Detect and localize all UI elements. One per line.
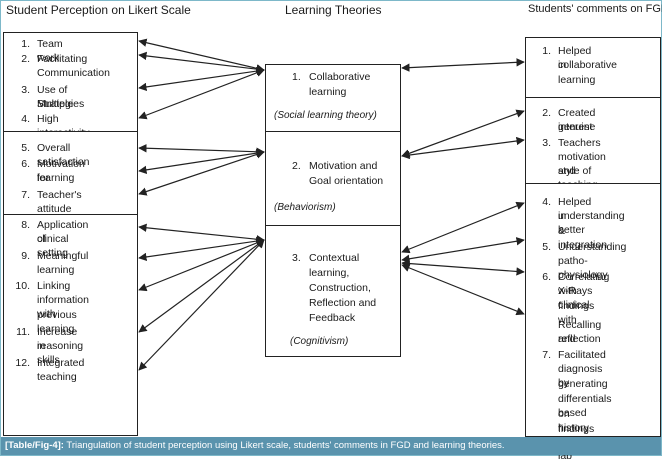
theory-box-2: 2. Motivation and Goal orientation (Beha… [265, 131, 401, 226]
theory-title-line: Motivation and [309, 160, 378, 172]
item-text: Use of Multiple [37, 84, 74, 110]
fgd-group-2: 2. Created genuine interest 3. Teachers mo… [525, 97, 661, 191]
theory-number: 1. [292, 71, 301, 83]
item-text: Teacher's attitude [37, 189, 82, 215]
item-text: patho-physiology [558, 255, 608, 281]
item-text: diagnosis by [558, 363, 603, 389]
item-number: 3. [21, 84, 30, 96]
item-text: collaborative [558, 59, 617, 71]
theory-title-line: Contextual [309, 252, 360, 264]
theory-paradigm: (Social learning theory) [274, 110, 377, 121]
item-text: reflection [558, 333, 601, 345]
theory-number: 3. [292, 252, 301, 264]
theory-title-line: learning [309, 86, 347, 98]
item-text: Correlating X-Rays [558, 271, 610, 297]
theory-title-line: learning, [309, 267, 350, 279]
item-number: 4. [542, 196, 551, 208]
item-text: Integrated [37, 357, 85, 369]
item-text: Recalling and [558, 319, 602, 345]
item-text: motivation and [558, 151, 606, 177]
item-text: & integration [558, 225, 608, 251]
item-number: 11. [16, 326, 30, 338]
item-text: Communication [37, 67, 110, 79]
center-column-header: Learning Theories [285, 3, 382, 17]
item-number: 4. [21, 113, 30, 125]
theory-paradigm: (Cognitivism) [290, 336, 349, 347]
likert-group-2: 5.Overall satisfaction 6.Motivation for … [3, 131, 138, 215]
item-text: Helped in [558, 45, 592, 71]
item-text: clinical setting [37, 233, 69, 259]
theory-title-line: Reflection and [309, 297, 377, 309]
item-text: findings with [558, 300, 595, 326]
item-number: 6. [542, 271, 551, 283]
item-number: 8. [21, 219, 30, 231]
item-text: with clinical [558, 285, 590, 311]
item-text: Increase in [37, 326, 78, 352]
item-number: 2. [21, 53, 30, 65]
item-number: 6. [21, 158, 30, 170]
item-text: Facilitated [558, 349, 606, 361]
item-text: Application of [37, 219, 89, 245]
left-column-header: Student Perception on Likert Scale [6, 3, 191, 17]
right-column-header: Students' comments on FGD [528, 3, 662, 15]
theory-box-1: 1. Collaborative learning (Social learni… [265, 64, 401, 132]
item-text: learning [37, 264, 75, 276]
item-text: Motivation for [37, 158, 85, 184]
fgd-group-1: 1. Helped in collaborative learning [525, 37, 661, 98]
item-text: Linking [37, 280, 71, 292]
caption-label: [Table/Fig-4]: [5, 440, 64, 451]
item-text: Team work [37, 38, 63, 64]
item-number: 9. [21, 250, 30, 262]
item-text: generating [558, 378, 608, 390]
item-text: learning [37, 172, 75, 184]
theory-title-line: Construction, [309, 282, 371, 294]
item-text: reasoning skills [37, 340, 84, 366]
item-text: Overall satisfaction [37, 142, 90, 168]
item-text: differentials based [558, 393, 612, 419]
item-text: interest [558, 121, 593, 133]
item-text: Facilitating [37, 53, 88, 65]
item-number: 5. [542, 241, 551, 253]
item-number: 2. [542, 107, 551, 119]
item-text: Helped in better [558, 196, 592, 236]
caption-text: Triangulation of student perception usin… [63, 440, 505, 451]
likert-group-1: 1. Team work 2. Facilitating Communication… [3, 32, 138, 139]
theory-title-line: Goal orientation [309, 175, 384, 187]
theory-title-line: Feedback [309, 312, 356, 324]
item-number: 7. [542, 349, 551, 361]
item-text: information with [37, 294, 89, 320]
fgd-group-3: 4. Helped in better understanding & integ… [525, 183, 661, 462]
item-text: understanding [558, 210, 625, 222]
item-number: 5. [21, 142, 30, 154]
item-text: previous learning [37, 309, 77, 335]
item-number: 7. [21, 189, 30, 201]
likert-group-3: 8. Application of clinical setting 9. Mean… [3, 214, 138, 436]
figure-caption: [Table/Fig-4]: Triangulation of student … [1, 437, 661, 455]
item-text: Meaningful [37, 250, 89, 262]
item-text: Teachers [558, 137, 601, 149]
item-number: 10. [15, 280, 30, 292]
item-number: 12. [15, 357, 30, 369]
item-number: 1. [21, 38, 30, 50]
theory-number: 2. [292, 160, 301, 172]
item-text: learning [558, 74, 596, 86]
theory-paradigm: (Behaviorism) [274, 202, 336, 213]
item-text: teaching [37, 371, 77, 383]
item-text: Understanding [558, 241, 627, 253]
item-text: Created genuine [558, 107, 596, 133]
item-text: findings [558, 423, 595, 435]
theory-box-3: 3. Contextual learning, Construction, Re… [265, 225, 401, 357]
theory-title-line: Collaborative [309, 71, 371, 83]
item-text: Strategies [37, 98, 85, 110]
item-number: 1. [542, 45, 551, 57]
item-number: 3. [542, 137, 551, 149]
